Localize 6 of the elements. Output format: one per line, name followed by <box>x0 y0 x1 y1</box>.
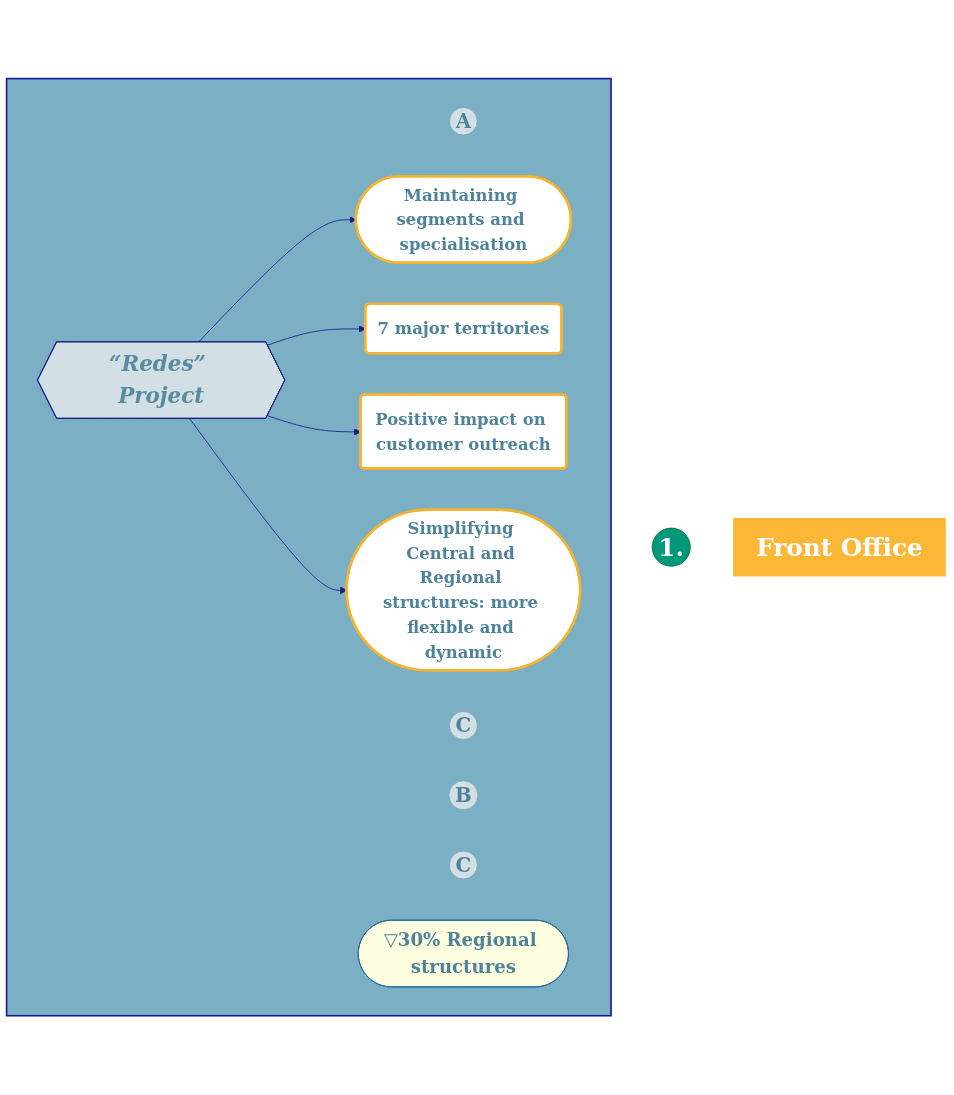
node-circle: A <box>449 107 478 136</box>
cluster <box>5 78 612 1017</box>
node-circle: C <box>448 850 478 880</box>
node-circle: 1. <box>651 528 691 567</box>
node-circle: B <box>448 780 479 811</box>
node-circle: C <box>448 711 478 741</box>
